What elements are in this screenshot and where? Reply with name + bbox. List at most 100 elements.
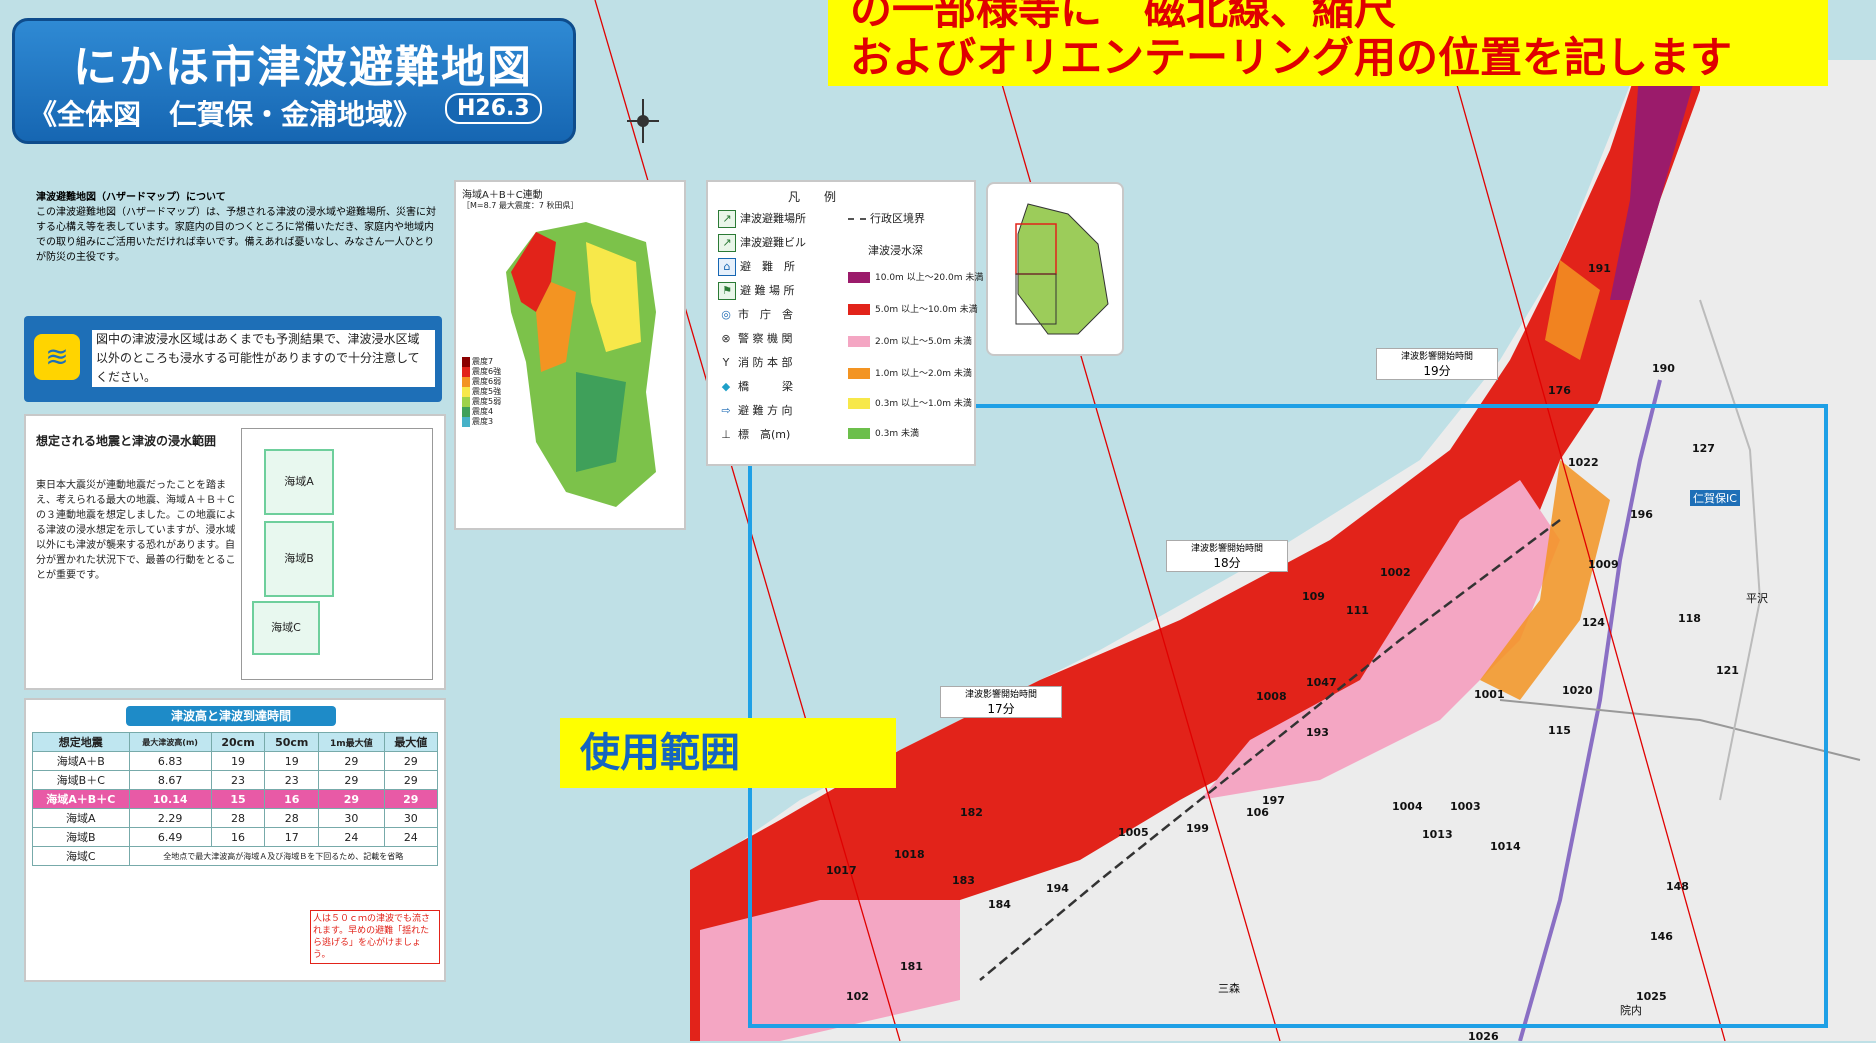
table-cell: 海域A: [32, 808, 130, 828]
scale-item: 震度5強: [462, 387, 501, 397]
facility-number[interactable]: 191: [1588, 262, 1611, 275]
facility-number[interactable]: 1005: [1118, 826, 1149, 839]
facility-number[interactable]: 127: [1692, 442, 1715, 455]
facility-number[interactable]: 148: [1666, 880, 1689, 893]
bridge-icon: ◆: [721, 380, 731, 393]
facility-number[interactable]: 109: [1302, 590, 1325, 603]
facility-number[interactable]: 193: [1306, 726, 1329, 739]
table-cell: 海域B: [32, 827, 130, 847]
fire-station-icon: Y: [722, 356, 730, 369]
facility-number[interactable]: 176: [1548, 384, 1571, 397]
facility-number[interactable]: 1003: [1450, 800, 1481, 813]
legend-item: ◎市 庁 舎: [718, 306, 793, 323]
facility-number[interactable]: 106: [1246, 806, 1269, 819]
table-cell: 23: [210, 770, 266, 790]
table-cell: 19: [264, 751, 320, 771]
table-cell: 24: [318, 827, 385, 847]
inundation-pink-west: [700, 900, 960, 1041]
arrival-title: 津波影響開始時間: [1400, 352, 1473, 362]
facility-number[interactable]: 1002: [1380, 566, 1411, 579]
facility-number[interactable]: 115: [1548, 724, 1571, 737]
facility-number[interactable]: 194: [1046, 882, 1069, 895]
facility-number[interactable]: 1026: [1468, 1030, 1499, 1043]
magnetic-north-line: [594, 0, 901, 1041]
facility-number[interactable]: 1008: [1256, 690, 1287, 703]
about-body: この津波避難地図（ハザードマップ）は、予想される津波の浸水域や避難場所、災害に対…: [36, 207, 436, 263]
facility-number[interactable]: 199: [1186, 822, 1209, 835]
facility-number[interactable]: 146: [1650, 930, 1673, 943]
inundation-orange-2: [1545, 260, 1600, 360]
table-header: 想定地震: [32, 732, 130, 752]
arrival-time-label: 津波影響開始時間 19分: [1376, 348, 1498, 380]
depth-label: 0.3m 以上～1.0m 未満: [875, 399, 972, 409]
tsunami-height-table-panel: 津波高と津波到達時間 想定地震 最大津波高(m) 20cm 50cm 1m最大値…: [24, 698, 446, 982]
map-title-panel: にかほ市津波避難地図 《全体図 仁賀保・金浦地域》 H26.3: [12, 18, 576, 144]
facility-number[interactable]: 1047: [1306, 676, 1337, 689]
legend-label: 標 高(m): [738, 428, 791, 441]
facility-number[interactable]: 1009: [1588, 558, 1619, 571]
facility-number[interactable]: 182: [960, 806, 983, 819]
facility-number[interactable]: 1004: [1392, 800, 1423, 813]
arrow-icon: ⇨: [721, 404, 731, 417]
depth-label: 5.0m 以上～10.0m 未満: [875, 305, 978, 315]
facility-number[interactable]: 124: [1582, 616, 1605, 629]
table-cell: 8.67: [128, 770, 212, 790]
facility-number[interactable]: 1020: [1562, 684, 1593, 697]
depth-label: 10.0m 以上～20.0m 未満: [875, 273, 984, 283]
warning-panel: ≋ 図中の津波浸水区域はあくまでも予測結果で、津波浸水区域以外のところも浸水する…: [24, 316, 442, 402]
police-icon: ⊗: [721, 332, 731, 345]
table-cell: 29: [318, 789, 385, 809]
intensity-sub: ［M=8.7 最大震度：7 秋田県］: [462, 201, 579, 210]
akita-intensity-map: [506, 222, 656, 507]
table-cell: 30: [318, 808, 385, 828]
facility-number[interactable]: 184: [988, 898, 1011, 911]
facility-number[interactable]: 1001: [1474, 688, 1505, 701]
facility-number[interactable]: 1013: [1422, 828, 1453, 841]
table-cell: 海域B＋C: [32, 770, 130, 790]
facility-number[interactable]: 1025: [1636, 990, 1667, 1003]
banner-line2: およびオリエンテーリング用の位置を記します: [850, 33, 1733, 82]
table-cell: 24: [383, 827, 439, 847]
legend-item: ⚑避 難 場 所: [718, 282, 795, 300]
inundation-pink: [1200, 480, 1560, 800]
shelter-icon: ⌂: [718, 258, 736, 276]
arrival-time-label: 津波影響開始時間 18分: [1166, 540, 1288, 572]
facility-number[interactable]: 1014: [1490, 840, 1521, 853]
facility-number[interactable]: 1017: [826, 864, 857, 877]
facility-number[interactable]: 121: [1716, 664, 1739, 677]
table-cell: 全地点で最大津波高が海域Ａ及び海域Ｂを下回るため、記載を省略: [128, 846, 439, 866]
facility-number[interactable]: 190: [1652, 362, 1675, 375]
facility-number[interactable]: 102: [846, 990, 869, 1003]
intensity-map-panel: 海域A＋B＋C連動 ［M=8.7 最大震度：7 秋田県］ 震度7 震度6強 震度…: [454, 180, 686, 530]
arrival-time-label: 津波影響開始時間 17分: [940, 686, 1062, 718]
facility-number[interactable]: 197: [1262, 794, 1285, 807]
legend-item: ↗津波避難ビル: [718, 234, 806, 252]
index-map-shape: [1015, 203, 1109, 335]
table-cell: 29: [383, 789, 439, 809]
legend-label: 津波避難場所: [740, 212, 806, 225]
earthquake-heading: 想定される地震と津波の浸水範囲: [36, 434, 217, 448]
table-header: 最大津波高(m): [128, 732, 212, 752]
facility-number[interactable]: 1022: [1568, 456, 1599, 469]
depth-item: 2.0m 以上～5.0m 未満: [848, 334, 972, 347]
depth-item: 1.0m 以上～2.0m 未満: [848, 366, 972, 379]
facility-number[interactable]: 196: [1630, 508, 1653, 521]
instruction-banner: の一部様等に 磁北線、縮尺 およびオリエンテーリング用の位置を記します: [828, 0, 1828, 86]
legend-item: ◆橋 梁: [718, 378, 793, 395]
facility-number[interactable]: 1018: [894, 848, 925, 861]
table-header-row: 想定地震 最大津波高(m) 20cm 50cm 1m最大値 最大値: [32, 732, 439, 752]
legend-label: 津波避難ビル: [740, 236, 806, 249]
arrival-title: 津波影響開始時間: [1190, 544, 1263, 554]
scale-item: 震度7: [462, 357, 501, 367]
facility-number[interactable]: 118: [1678, 612, 1701, 625]
table-cell: 16: [210, 827, 266, 847]
facility-number[interactable]: 181: [900, 960, 923, 973]
facility-number[interactable]: 183: [952, 874, 975, 887]
place-name: 平沢: [1746, 592, 1768, 605]
depth-item: 5.0m 以上～10.0m 未満: [848, 302, 978, 315]
facility-number[interactable]: 111: [1346, 604, 1369, 617]
